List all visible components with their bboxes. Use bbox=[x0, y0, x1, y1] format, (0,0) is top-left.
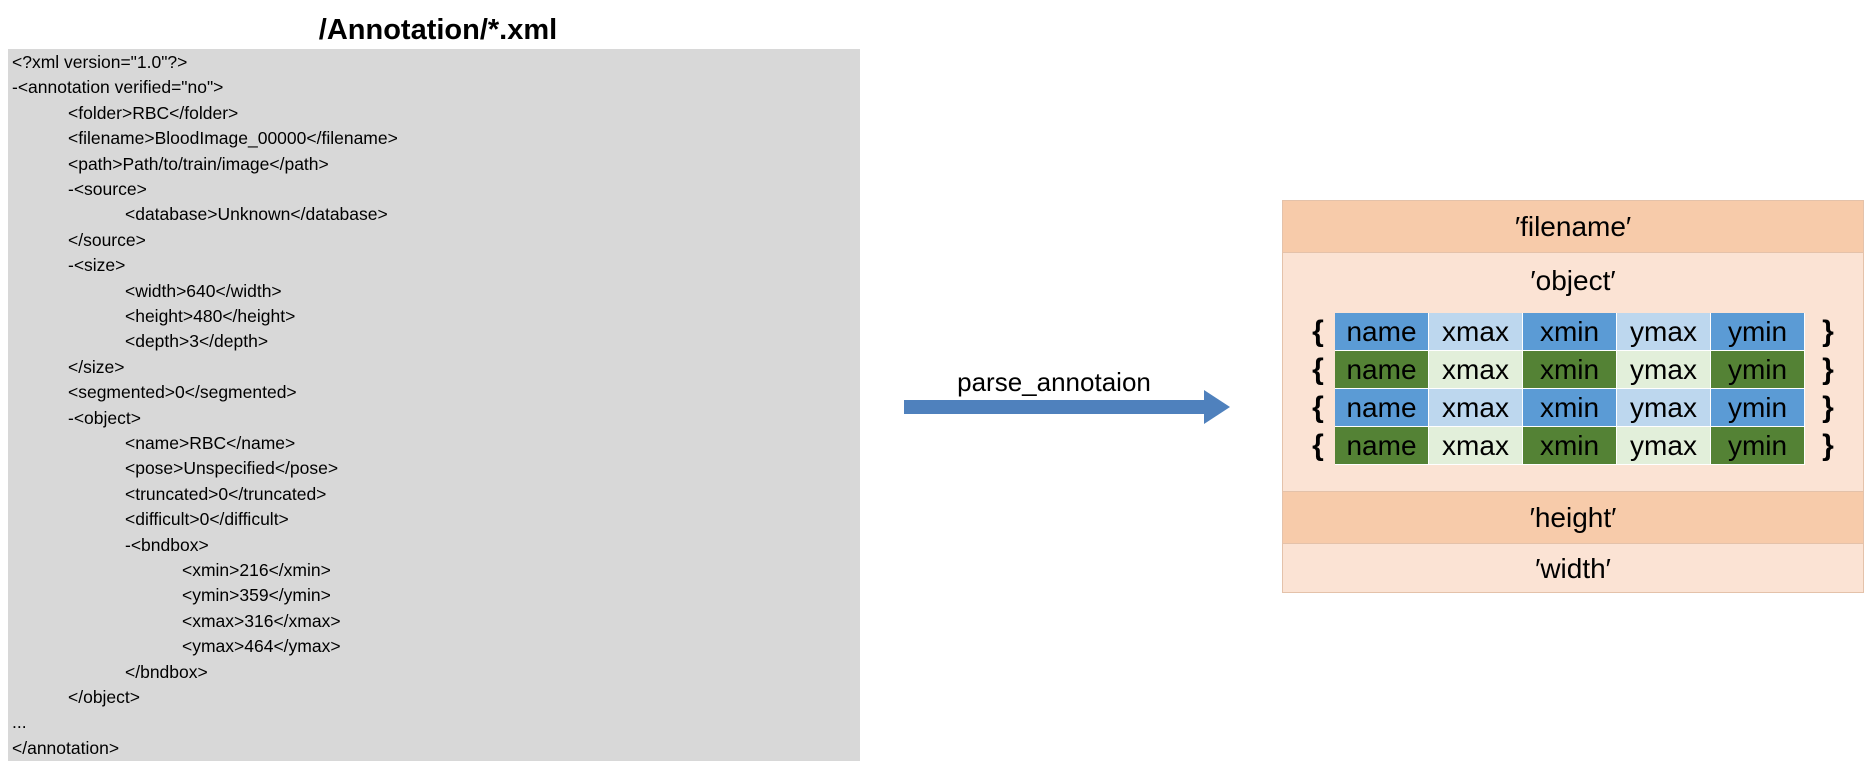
object-cell-xmin: xmin bbox=[1523, 427, 1617, 465]
xml-line: <xmax>316</xmax> bbox=[182, 610, 341, 631]
arrow-icon bbox=[904, 390, 1230, 424]
open-brace: { bbox=[1312, 391, 1324, 424]
xml-line: <filename>BloodImage_00000</filename> bbox=[68, 128, 398, 149]
close-brace: } bbox=[1822, 315, 1834, 348]
object-cell-xmax: xmax bbox=[1429, 389, 1523, 427]
object-cell-name: name bbox=[1335, 313, 1429, 351]
object-cell-name: name bbox=[1335, 389, 1429, 427]
object-cell-name: name bbox=[1335, 427, 1429, 465]
xml-line: <ymax>464</ymax> bbox=[182, 636, 341, 657]
xml-line: <folder>RBC</folder> bbox=[68, 102, 239, 123]
arrow-label: parse_annotaion bbox=[957, 367, 1151, 397]
xml-line: </source> bbox=[68, 229, 146, 250]
xml-line: <depth>3</depth> bbox=[125, 331, 269, 352]
close-brace: } bbox=[1822, 353, 1834, 386]
close-brace: } bbox=[1822, 391, 1834, 424]
xml-line: <database>Unknown</database> bbox=[125, 204, 388, 225]
filename-field: ′filename′ bbox=[1282, 200, 1864, 253]
open-brace: { bbox=[1312, 315, 1324, 348]
xml-line: <pose>Unspecified</pose> bbox=[125, 458, 339, 479]
close-brace: } bbox=[1822, 429, 1834, 462]
xml-line: </annotation> bbox=[12, 737, 120, 758]
xml-line: <ymin>359</ymin> bbox=[182, 585, 331, 606]
object-cell-xmin: xmin bbox=[1523, 351, 1617, 389]
object-cell-ymin: ymin bbox=[1711, 313, 1805, 351]
object-cell-xmax: xmax bbox=[1429, 427, 1523, 465]
xml-line: <xmin>216</xmin> bbox=[182, 560, 331, 580]
open-brace: { bbox=[1312, 429, 1324, 462]
xml-line: <height>480</height> bbox=[125, 306, 296, 326]
xml-line: <truncated>0</truncated> bbox=[125, 483, 327, 504]
object-cell-ymax: ymax bbox=[1617, 427, 1711, 465]
object-cell-xmin: xmin bbox=[1523, 389, 1617, 427]
xml-line: ... bbox=[12, 712, 27, 733]
object-cell-xmax: xmax bbox=[1429, 313, 1523, 351]
object-cell-xmin: xmin bbox=[1523, 313, 1617, 351]
xml-line: -<size> bbox=[68, 255, 126, 276]
xml-line: <segmented>0</segmented> bbox=[68, 382, 297, 403]
xml-line: </bndbox> bbox=[125, 661, 208, 682]
xml-code-panel: <?xml version="1.0"?> -<annotation verifi… bbox=[8, 49, 860, 761]
xml-line: <difficult>0</difficult> bbox=[125, 509, 289, 530]
page-title: /Annotation/*.xml bbox=[318, 14, 558, 46]
object-cell-xmax: xmax bbox=[1429, 351, 1523, 389]
object-cell-ymin: ymin bbox=[1711, 351, 1805, 389]
object-cell-ymax: ymax bbox=[1617, 351, 1711, 389]
xml-line: <path>Path/to/train/image</path> bbox=[68, 153, 329, 174]
xml-line: -<bndbox> bbox=[125, 534, 209, 555]
xml-line: <name>RBC</name> bbox=[125, 433, 296, 453]
height-field: ′height′ bbox=[1282, 491, 1864, 544]
object-cell-ymax: ymax bbox=[1617, 313, 1711, 351]
width-field: ′width′ bbox=[1282, 543, 1864, 593]
xml-line: </size> bbox=[68, 356, 125, 377]
xml-line: <?xml version="1.0"?> bbox=[12, 52, 188, 72]
xml-line: </object> bbox=[68, 687, 140, 707]
object-cell-ymin: ymin bbox=[1711, 427, 1805, 465]
object-cell-ymin: ymin bbox=[1711, 389, 1805, 427]
xml-line: <width>640</width> bbox=[125, 280, 282, 301]
object-cell-ymax: ymax bbox=[1617, 389, 1711, 427]
object-cell-name: name bbox=[1335, 351, 1429, 389]
xml-line: -<object> bbox=[68, 407, 141, 428]
xml-line: -<source> bbox=[68, 179, 147, 199]
object-label: ′object′ bbox=[1530, 265, 1616, 296]
xml-line: -<annotation verified="no"> bbox=[12, 77, 224, 98]
open-brace: { bbox=[1312, 353, 1324, 386]
